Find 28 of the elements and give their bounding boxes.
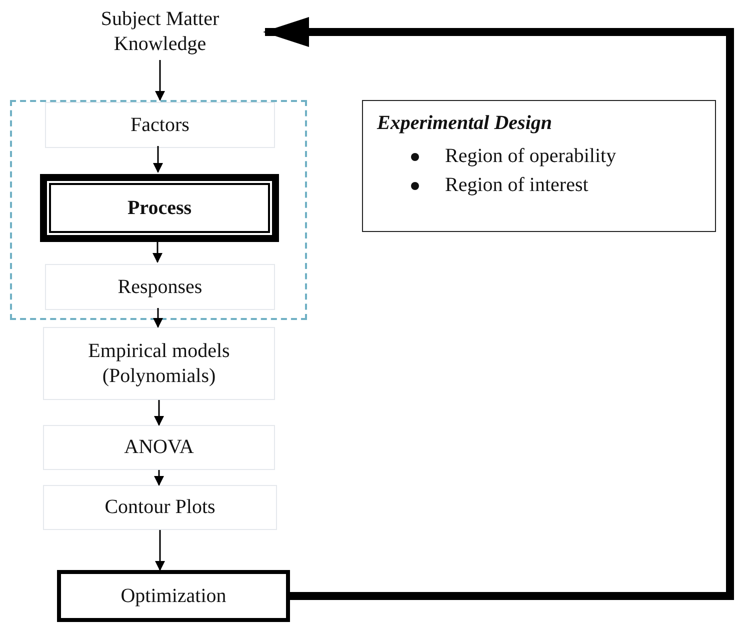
arrow xyxy=(153,146,163,173)
node-label: Process xyxy=(127,196,192,220)
node-label: Contour Plots xyxy=(104,495,216,520)
note-box xyxy=(362,100,716,232)
step-box xyxy=(43,327,275,400)
bullet-text: Region of interest xyxy=(445,173,588,198)
step-box xyxy=(43,485,277,530)
step-box xyxy=(45,102,275,148)
node-label: Factors xyxy=(130,112,190,138)
arrow xyxy=(152,240,162,263)
arrow xyxy=(155,530,165,571)
arrow xyxy=(154,400,164,426)
process-box xyxy=(40,174,279,242)
bullet-text: Region of operability xyxy=(445,144,616,169)
dashed-group-frame xyxy=(10,100,307,320)
arrow xyxy=(155,60,165,101)
arrow xyxy=(263,17,734,600)
note-heading: Experimental Design xyxy=(377,111,552,136)
arrow xyxy=(154,470,164,486)
node-label: Responses xyxy=(118,274,202,300)
node-label: Subject Matter Knowledge xyxy=(100,7,220,57)
arrow xyxy=(153,308,163,328)
node-label: ANOVA xyxy=(124,435,194,460)
node-label: Optimization xyxy=(120,584,226,608)
process-box xyxy=(57,570,290,622)
step-box xyxy=(43,425,275,470)
node-label: Empirical models (Polynomials) xyxy=(87,338,231,388)
step-box xyxy=(45,264,275,310)
